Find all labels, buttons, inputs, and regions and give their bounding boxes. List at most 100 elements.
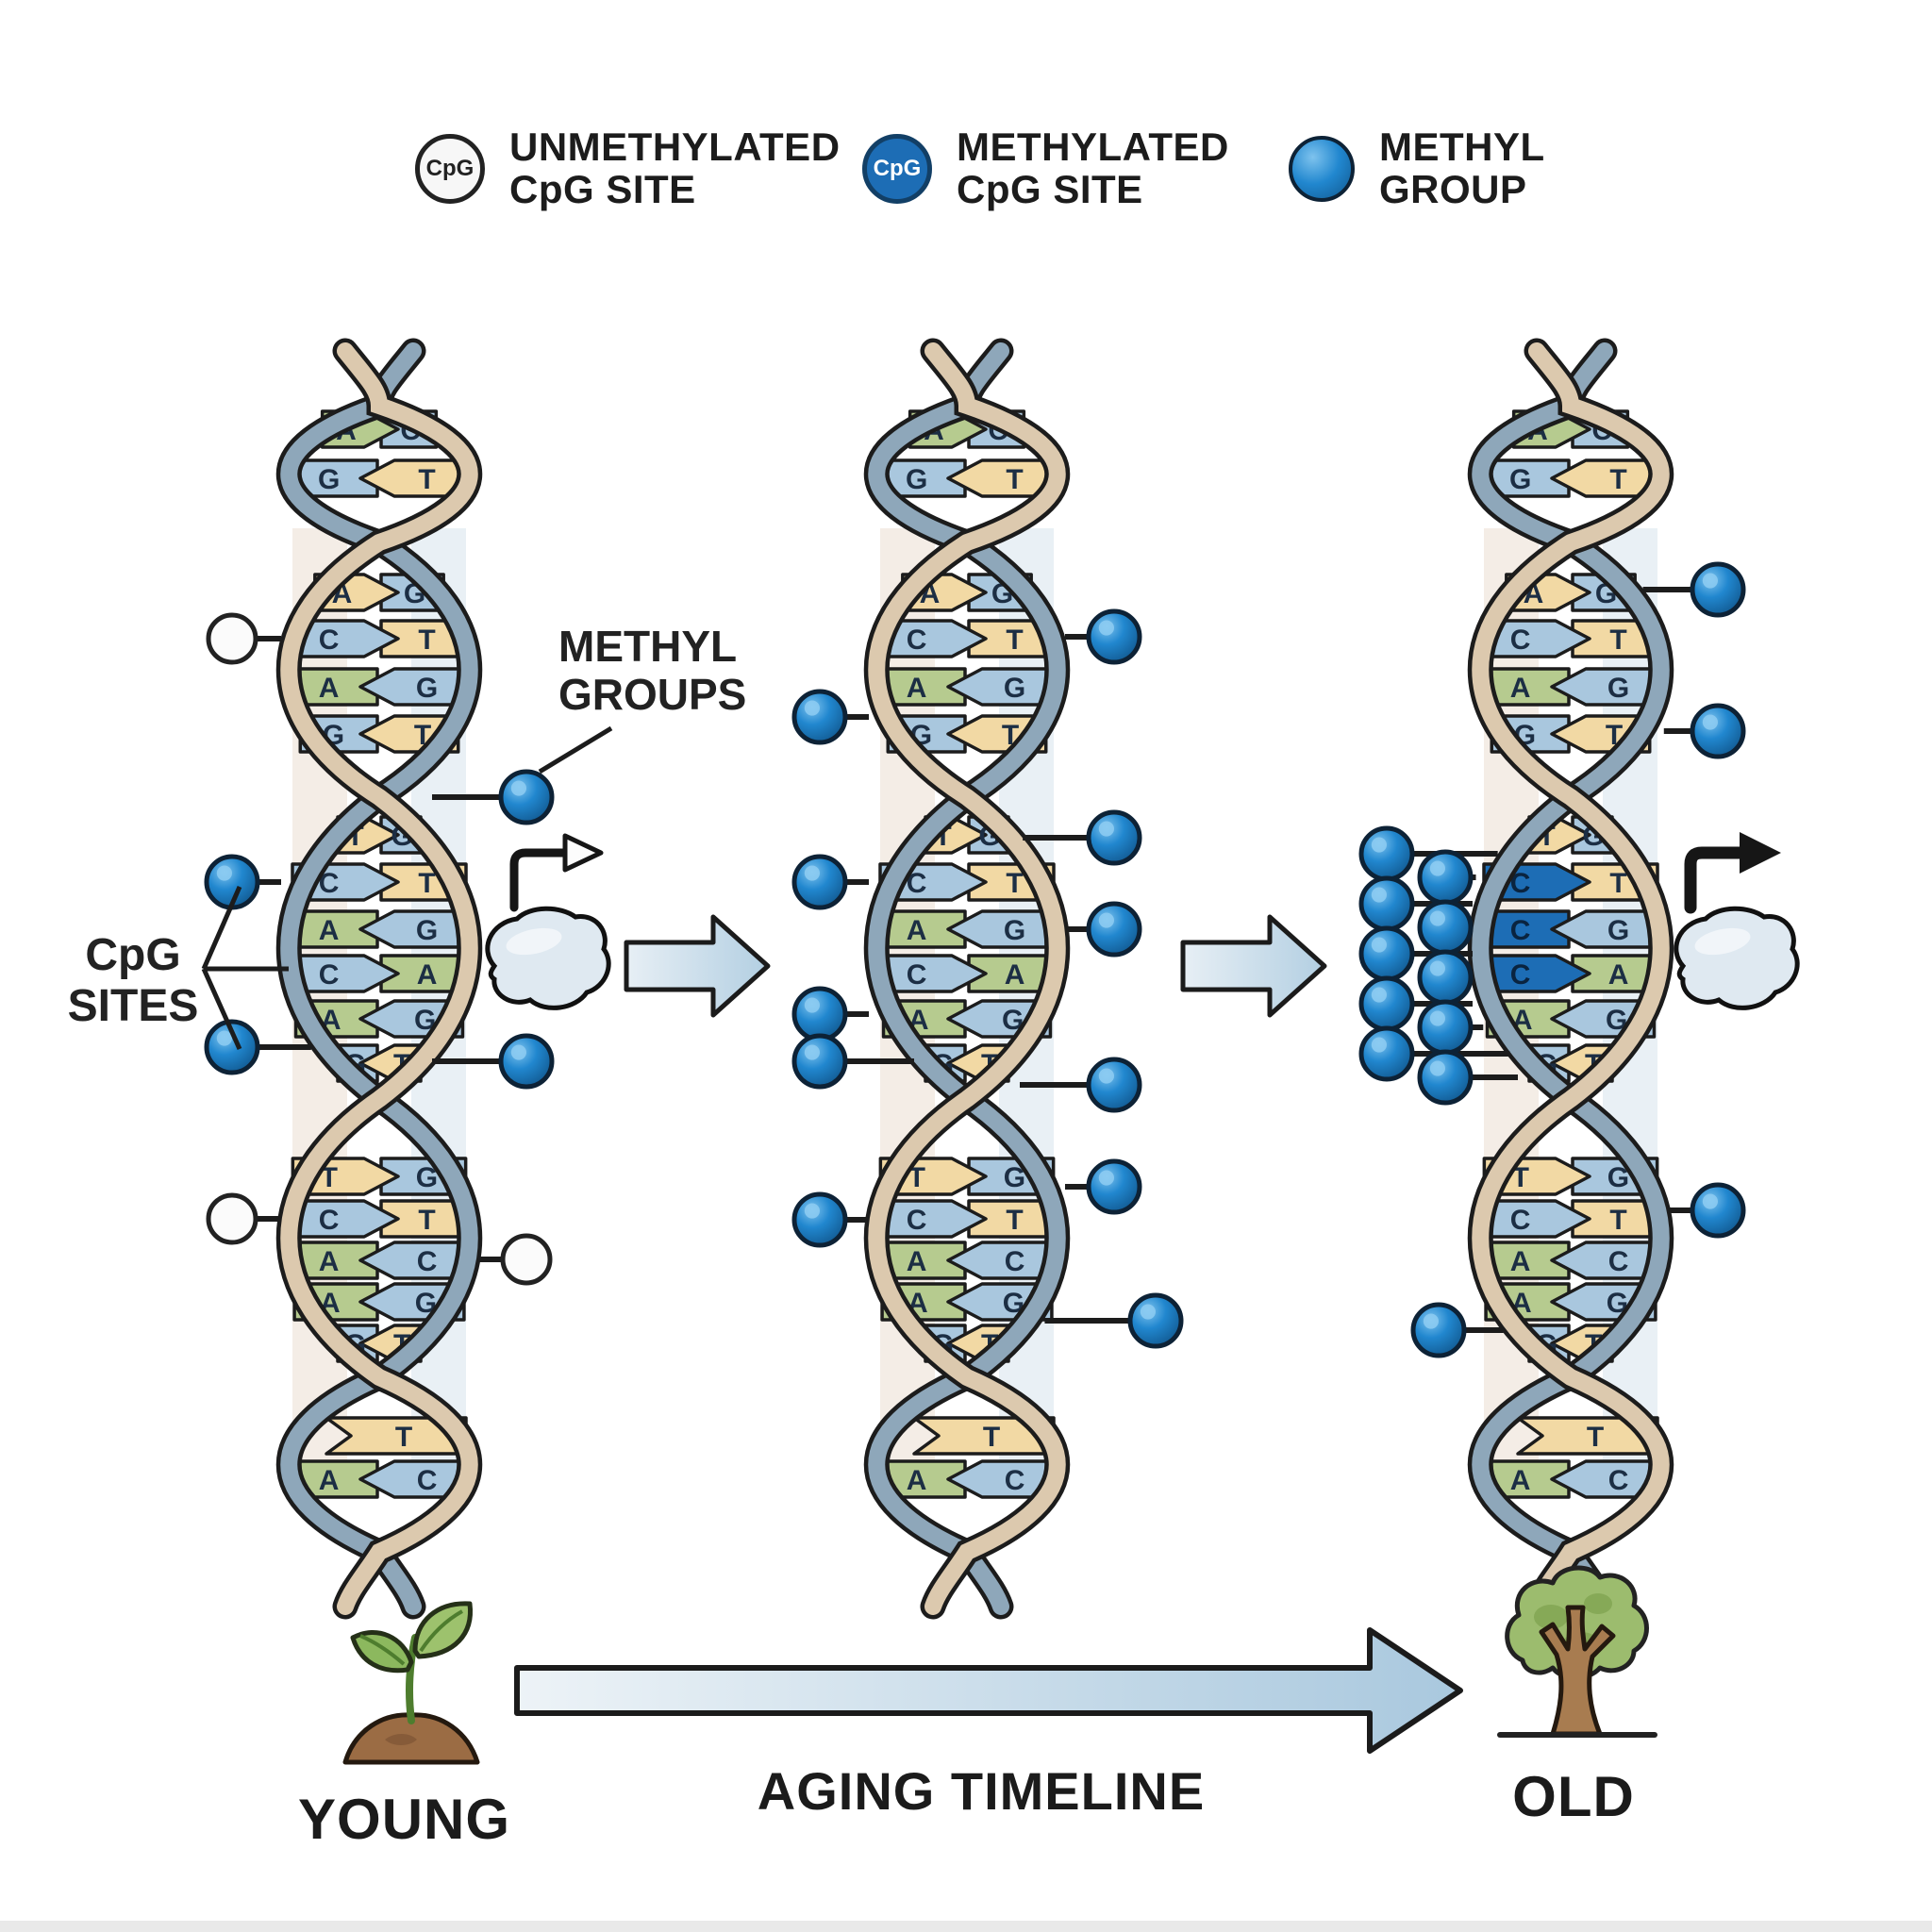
methyl-group-sphere [498, 769, 555, 825]
base-letter: A [417, 959, 438, 991]
base-letter: A [319, 915, 340, 946]
base-letter: A [319, 673, 340, 704]
methyl-sphere-highlight [804, 997, 821, 1013]
base-letter: C [417, 1246, 438, 1277]
base-letter: G [1004, 673, 1025, 704]
stage-transition-arrow [624, 914, 771, 1018]
base-letter: A [1510, 1465, 1531, 1496]
base-letter: T [1006, 464, 1023, 495]
methyl-group-sphere [1358, 925, 1415, 982]
expression-arrow-shaft [509, 848, 572, 912]
legend-line: UNMETHYLATED [509, 125, 841, 169]
methyl-group-sphere [1417, 899, 1474, 956]
base-letter: C [907, 959, 927, 991]
methylated-cpg-site [1417, 1049, 1518, 1106]
methyl-group-sphere [1358, 1025, 1415, 1082]
base-letter: T [418, 1205, 435, 1236]
base-letter: C [1510, 1205, 1531, 1236]
base-letter: A [1608, 959, 1629, 991]
base-letter: A [1510, 673, 1531, 704]
base-letter: C [319, 868, 340, 899]
unmethylated-cpg-site [477, 1233, 553, 1286]
methyl-group-sphere [791, 1033, 848, 1090]
cpg-sites-line: CpG [85, 930, 181, 980]
methylated-cpg-site [1669, 1182, 1746, 1239]
methyl-sphere-highlight [216, 1030, 232, 1046]
methylated-cpg-site [432, 769, 555, 825]
methyl-sphere-highlight [1371, 887, 1387, 903]
base-letter: C [1608, 1246, 1629, 1277]
legend-label: METHYL GROUP [1379, 125, 1545, 211]
methylated-cpg-site [791, 1191, 869, 1248]
base-pair-rung: T [912, 1416, 1056, 1456]
methyl-group-sphere [1358, 975, 1415, 1032]
base-letter: T [1006, 625, 1023, 656]
base-letter: T [1006, 1205, 1023, 1236]
methylated-cpg-site [204, 1019, 311, 1075]
gene-blob [1674, 906, 1800, 1010]
methyl-group-sphere [1086, 809, 1142, 866]
unmethylated-cpg-site [206, 1192, 281, 1245]
gene-blob [485, 906, 611, 1010]
base-letter: C [1608, 1465, 1629, 1496]
methyl-group-sphere [1086, 901, 1142, 958]
methyl-group-sphere [791, 689, 848, 745]
base-letter: G [1607, 673, 1629, 704]
methyl-sphere-highlight [510, 780, 527, 796]
stage-transition-arrow [1180, 914, 1327, 1018]
cpg-sites-line: SITES [67, 980, 199, 1031]
methylated-cpg-site [791, 986, 869, 1042]
methylated-cpg-site [1417, 849, 1476, 906]
legend-label: UNMETHYLATED CpG SITE [509, 125, 841, 211]
methyl-sphere-highlight [510, 1044, 527, 1060]
seedling-icon [342, 1601, 480, 1765]
methylated-cpg-site [1020, 1057, 1142, 1113]
methylated-cpg-site [1663, 703, 1746, 759]
base-letter: G [414, 1005, 436, 1036]
legend-line: GROUP [1379, 166, 1527, 211]
methyl-group-sphere [1086, 1057, 1142, 1113]
base-letter: G [1004, 1162, 1025, 1193]
methyl-sphere-highlight [1098, 821, 1114, 837]
base-letter: A [1005, 959, 1025, 991]
methyl-group-sphere [1417, 949, 1474, 1006]
gene-blob-shape [1674, 906, 1800, 1010]
methylated-cpg-site [1065, 901, 1142, 958]
legend-line: CpG SITE [957, 166, 1143, 211]
methyl-sphere-highlight [1371, 987, 1387, 1003]
methyl-group-sphere [1690, 1182, 1746, 1239]
methyl-sphere-highlight [1423, 1313, 1439, 1329]
base-letter: A [1510, 1246, 1531, 1277]
base-letter: T [1587, 1422, 1604, 1453]
base-letter: A [907, 1465, 927, 1496]
base-letter: C [1005, 1246, 1025, 1277]
methyl-group-sphere [1410, 1302, 1467, 1358]
legend-item-methyl-group: METHYL GROUP [1289, 125, 1545, 211]
methyl-sphere-highlight [1702, 573, 1718, 589]
methylated-cpg-site [1417, 949, 1474, 1006]
young-label: YOUNG [298, 1788, 511, 1851]
base-letter: T [1609, 625, 1626, 656]
methyl-sphere-highlight [1429, 1010, 1445, 1026]
base-letter: G [1607, 915, 1629, 946]
methyl-sphere-highlight [1429, 960, 1445, 976]
methyl-group-icon [1289, 135, 1355, 202]
methyl-sphere-highlight [1371, 837, 1387, 853]
backbone-strand-grey [1472, 342, 1670, 1615]
